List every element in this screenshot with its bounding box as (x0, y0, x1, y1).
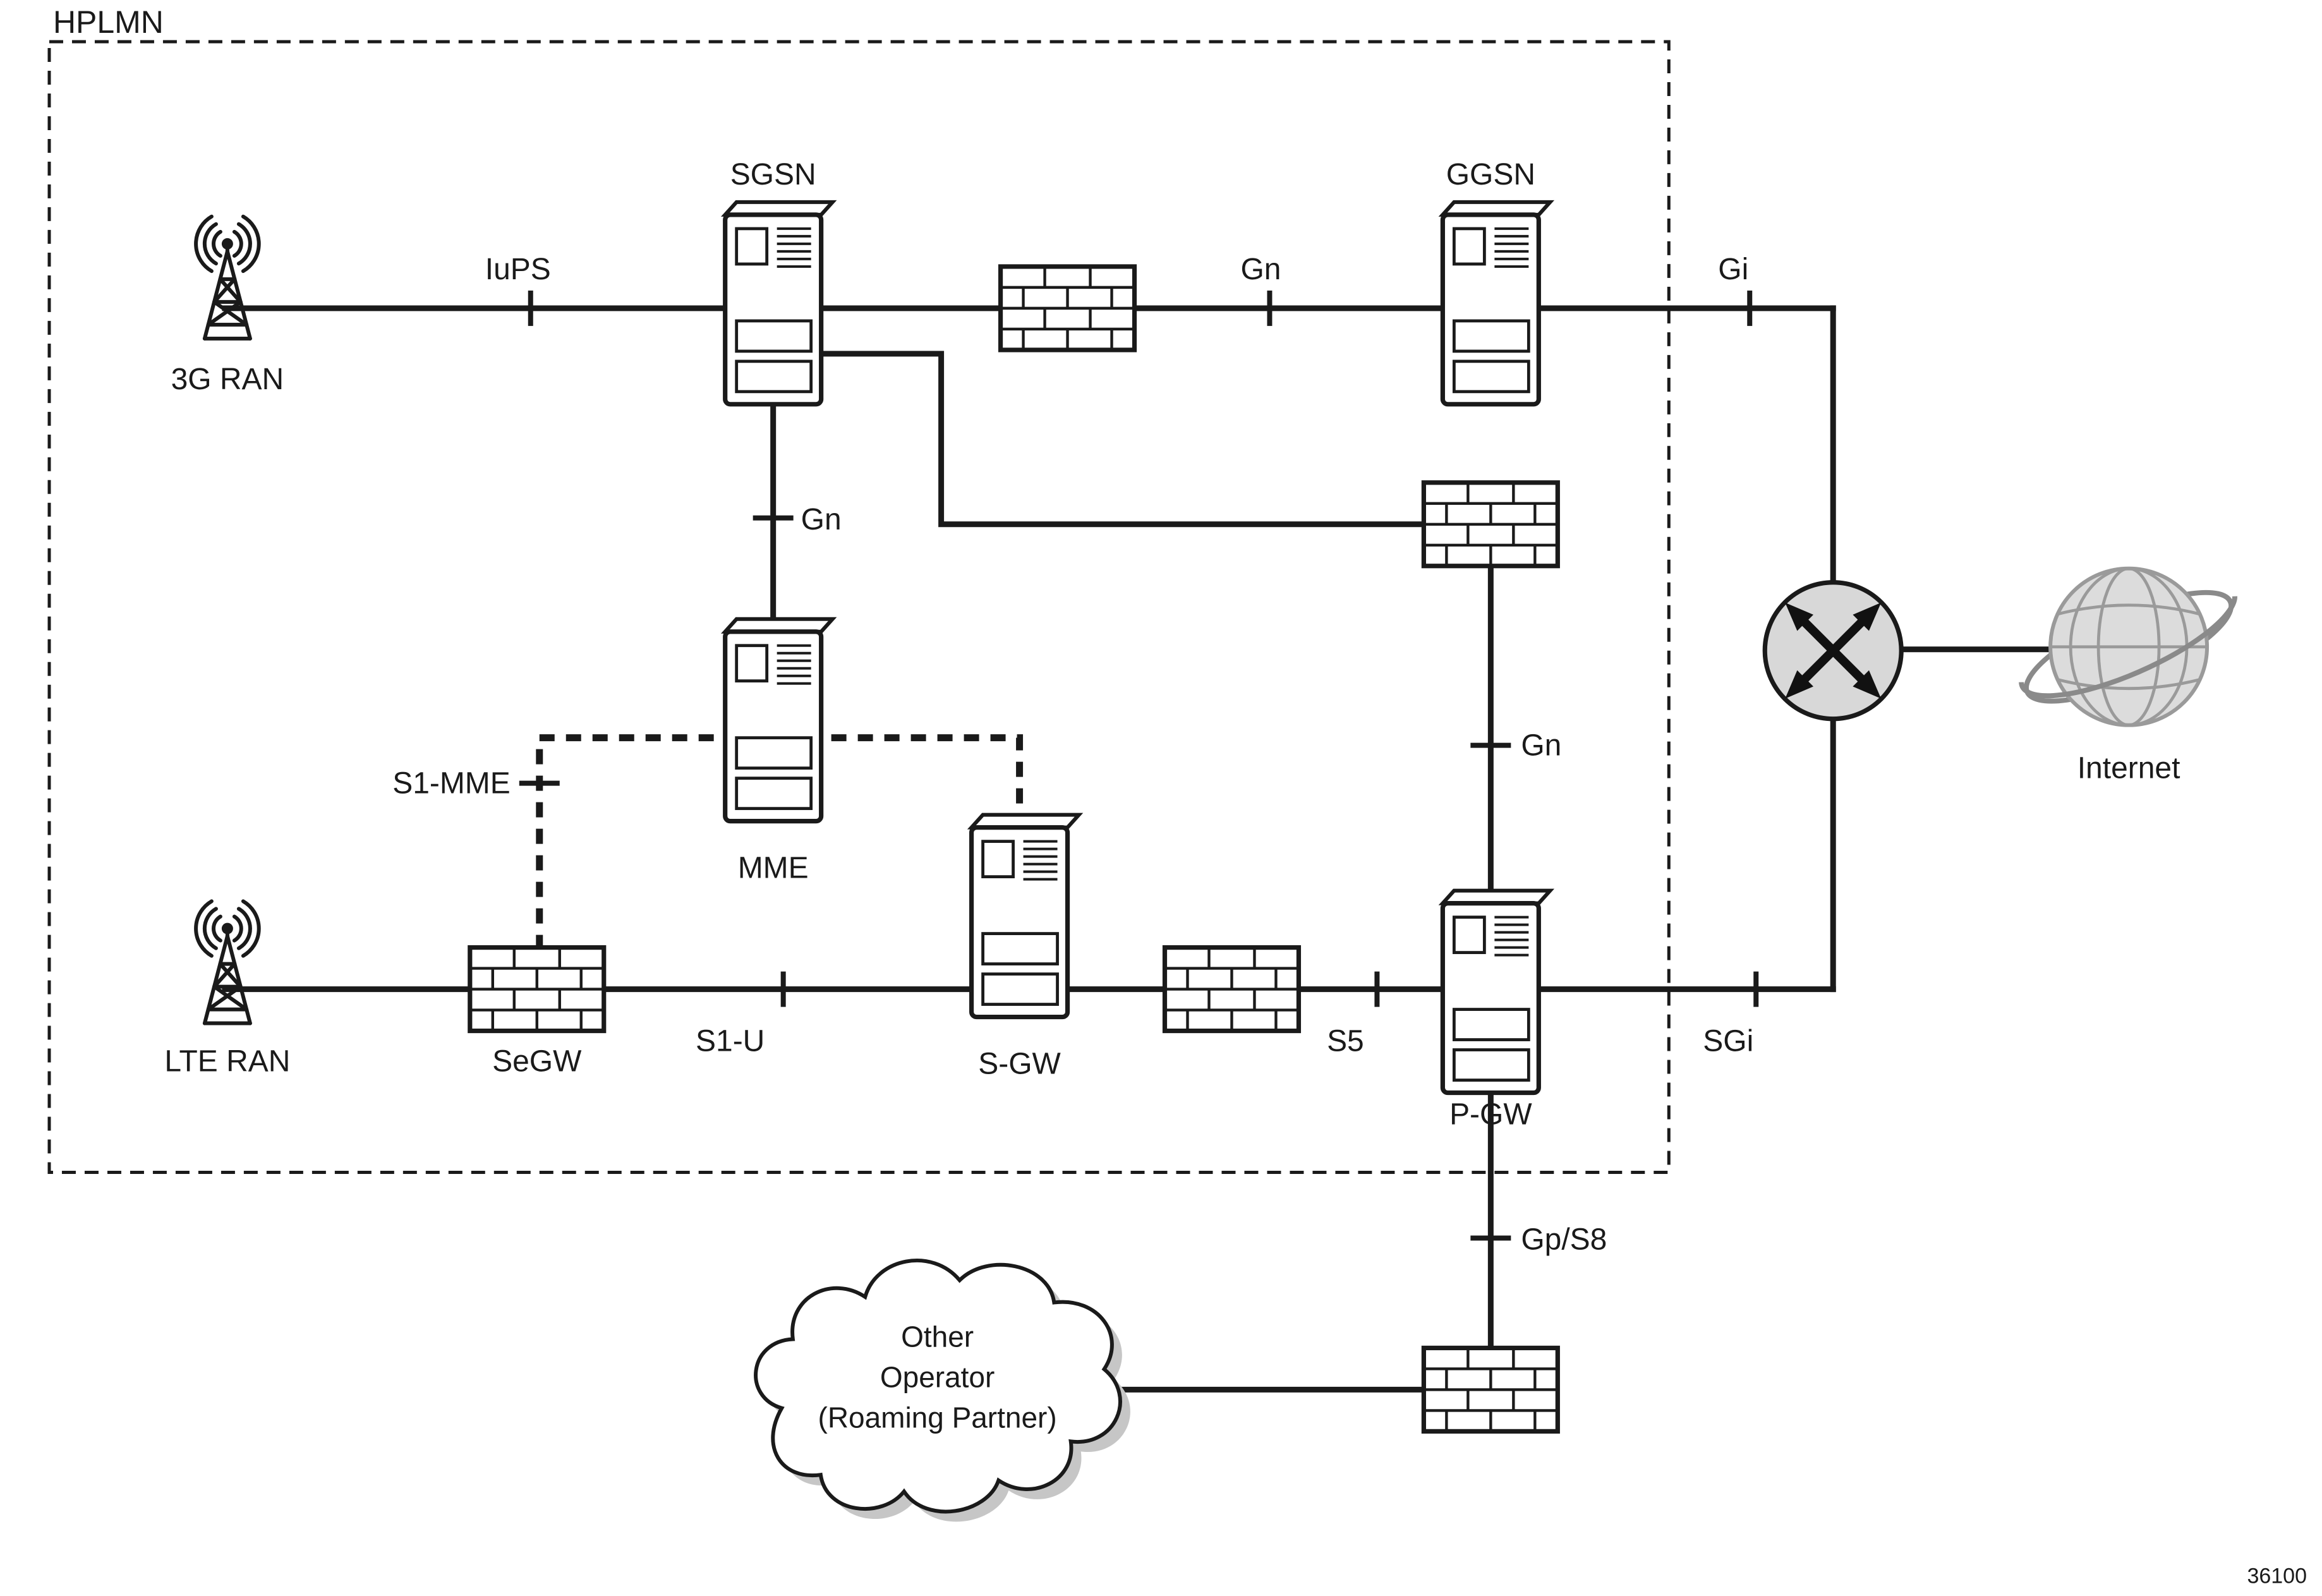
sgsn-node: SGSN (725, 158, 833, 404)
firewall-icon (1001, 267, 1135, 350)
ggsn-label: GGSN (1446, 158, 1535, 191)
internet-label: Internet (2077, 752, 2180, 785)
cloud-line-2: Operator (880, 1360, 995, 1393)
firewall-icon (1164, 948, 1298, 1031)
s1u-label: S1-U (696, 1025, 765, 1058)
firewall-icon (1424, 483, 1557, 566)
firewall-2-mid (1424, 483, 1557, 566)
s1mme-label: S1-MME (392, 767, 511, 801)
server-icon (725, 619, 833, 821)
pgw-node: P-GW (1442, 891, 1550, 1132)
server-icon (1442, 202, 1550, 404)
hplmn-region-label: HPLMN (53, 4, 164, 40)
firewall-icon (1424, 1348, 1557, 1431)
server-icon (725, 202, 833, 404)
ggsn-node: GGSN (1442, 158, 1550, 404)
link-sgsn-firewall2 (806, 351, 1427, 528)
sgw-node: S-GW (972, 815, 1079, 1081)
firewall-1-top (1001, 267, 1135, 350)
ran-3g-node: 3G RAN (171, 217, 284, 396)
firewall-4-roaming (1424, 1348, 1557, 1431)
router-node (1765, 583, 1901, 719)
figure-number: 36100 (2247, 1564, 2307, 1588)
firewall-3-bottom (1164, 948, 1298, 1031)
s5-label: S5 (1327, 1025, 1364, 1058)
server-icon (1442, 891, 1550, 1093)
gps8-label: Gp/S8 (1521, 1223, 1607, 1256)
sgsn-label: SGSN (730, 158, 816, 191)
iups-label: IuPS (485, 253, 551, 286)
router-icon (1765, 583, 1901, 719)
cloud-line-1: Other (901, 1320, 974, 1353)
gn-fw-pgw-label: Gn (1521, 729, 1561, 763)
gi-label: Gi (1718, 253, 1748, 286)
cloud-line-3: (Roaming Partner) (818, 1401, 1057, 1434)
gn-top-label: Gn (1240, 253, 1281, 286)
mme-node: MME (725, 619, 833, 885)
server-icon (972, 815, 1079, 1017)
ran-3g-label: 3G RAN (171, 363, 284, 396)
hplmn-region-border (47, 40, 1671, 1174)
segw-label: SeGW (492, 1045, 582, 1079)
mme-label: MME (738, 852, 809, 885)
other-operator-cloud: Other Operator (Roaming Partner) (756, 1260, 1130, 1522)
pgw-label: P-GW (1449, 1098, 1532, 1132)
gn-sgsn-mme-label: Gn (801, 503, 842, 536)
antenna-icon (196, 217, 259, 339)
internet-node: Internet (2014, 569, 2244, 785)
ran-lte-node: LTE RAN (164, 901, 290, 1079)
firewall-icon (470, 948, 604, 1031)
segw-node: SeGW (470, 948, 604, 1079)
ran-lte-label: LTE RAN (164, 1045, 290, 1079)
sgw-label: S-GW (978, 1048, 1061, 1081)
antenna-icon (196, 901, 259, 1023)
sgi-label: SGi (1703, 1025, 1753, 1058)
